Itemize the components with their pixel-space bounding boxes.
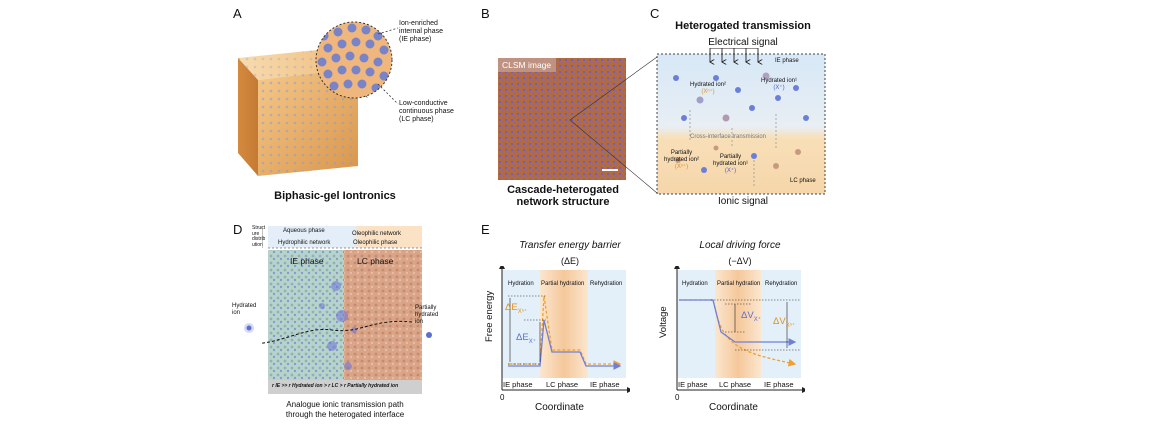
e-dE-n-symbol: ΔE [505,302,518,313]
e-dE-n-sub: Xⁿ⁺ [517,308,528,315]
c-hydrated-ion2: Hydrated ion² (Xⁿ⁺) [690,82,726,96]
c-p-ion2-line1: Partially [670,150,693,156]
c-cross-interface: Cross-interface transmission [690,134,767,140]
e-dV-1-label: ΔVX⁺ [741,310,761,323]
gel-cube-illustration [238,21,399,176]
c-p-ion1-symbol: (X⁺) [724,168,737,174]
e-left-sub: (ΔE) [560,256,579,266]
callout-lc-line3: (LC phase) [399,116,434,123]
d-hydrated-ion-dot [244,323,254,333]
e-left-region-rehydration: Rehydration [590,281,623,287]
callout-ie-line2: internal phase [399,28,443,35]
callout-lc-line1: Low-conductive [399,100,448,107]
panel-b-caption-line2: network structure [516,196,610,208]
d-caption-line1: Analogue ionic transmission path [286,400,404,409]
ionic-signal-label: Ionic signal [717,196,769,207]
e-right-region-hydration: Hydration [682,281,708,287]
panel-a-letter: A [233,6,242,21]
panel-c-title: Heterogated transmission [675,20,811,32]
e-right-sub: (−ΔV) [728,256,752,266]
heterogated-diagram [656,48,826,195]
e-right-phase-ie2: IE phase [764,380,794,389]
e-left-region-partial: Partial hydration [541,281,585,287]
d-partially-line3: ion [415,319,424,325]
c-ion1-symbol: (X⁺) [773,85,785,91]
e-dV-n-label: ΔVXⁿ⁺ [773,316,795,329]
c-partially-ion2: Partially hydrated ion² (Xⁿ⁺) [664,150,699,171]
e-dE-1-label: ΔEX⁺ [516,332,536,345]
panel-b-caption: Cascade-heterogated network structure [490,184,636,208]
panel-b-letter: B [481,6,490,21]
e-dE-n-label: ΔEXⁿ⁺ [505,302,527,315]
panel-b-caption-line1: Cascade-heterogated [507,184,619,196]
zoom-lines [569,56,658,194]
e-dV-1-sub: X⁺ [753,316,761,323]
d-caption: Analogue ionic transmission path through… [270,400,420,420]
callout-lc-line2: continuous phase [399,108,454,115]
e-left-xlabel: Coordinate [535,402,584,413]
free-energy-chart [499,266,630,393]
d-partially-hydrated-label: Partially hydrated ion [415,305,438,326]
d-oleophilic-phase: Oleophilic phase [353,240,398,246]
c-hydrated-ion1: Hydrated ion¹ (X⁺) [761,78,797,92]
md-simulation-image [262,226,422,394]
e-left-title: Transfer energy barrier [519,240,621,251]
c-p-ion1-line2: hydrated ion¹ [713,161,749,167]
e-right-origin: 0 [675,393,680,402]
d-oleophilic-network: Oleophilic network [352,231,402,237]
e-right-phase-ie1: IE phase [678,380,708,389]
electrical-signal-label: Electrical signal [708,37,778,48]
c-ion2-label: Hydrated ion² [690,82,727,88]
d-aqueous-phase: Aqueous phase [283,228,325,234]
d-axis-label: Structure distribution [252,225,266,248]
panel-a-caption: Biphasic-gel Iontronics [274,190,396,202]
e-left-ylabel: Free energy [484,290,495,342]
c-p-ion2-line2: hydrated ion² [664,157,700,163]
d-hydrated-ion-line2: ion [232,310,241,316]
e-dV-1-symbol: ΔV [741,310,754,321]
callout-ie-line3: (IE phase) [399,36,432,43]
panel-e-letter: E [481,222,490,237]
e-left-region-hydration: Hydration [508,281,534,287]
clsm-image-tag: CLSM image [502,60,552,70]
panel-c-letter: C [650,6,660,21]
d-formula: r IE >> r Hydrated ion > r LC > r Partia… [272,383,399,389]
callout-ie-phase: Ion-enriched internal phase (IE phase) [399,20,479,44]
panel-d-letter: D [233,222,243,237]
d-ie-phase: IE phase [290,256,324,266]
callout-lc-phase: Low-conductive continuous phase (LC phas… [399,100,479,124]
d-partially-line2: hydrated [415,312,439,318]
c-ion2-symbol: (Xⁿ⁺) [701,89,715,95]
e-right-region-partial: Partial hydration [717,281,761,287]
d-hydrated-ion-line1: Hydrated [232,303,257,309]
d-partially-line1: Partially [415,305,437,311]
clsm-image [498,58,626,180]
c-p-ion2-symbol: (Xⁿ⁺) [674,164,689,170]
d-lc-phase: LC phase [357,256,394,266]
d-caption-line2: through the heterogated interface [285,410,405,419]
e-dV-n-sub: Xⁿ⁺ [785,322,796,329]
d-hydrophilic-network: Hydrophilic network [278,240,331,246]
e-left-origin: 0 [500,393,505,402]
e-right-ylabel: Voltage [658,306,669,338]
e-right-title: Local driving force [699,240,781,251]
e-dV-n-symbol: ΔV [773,316,786,327]
e-right-region-rehydration: Rehydration [765,281,798,287]
d-partially-ion-dot [426,332,432,338]
c-p-ion1-line1: Partially [719,154,742,160]
e-left-phase-ie1: IE phase [503,380,533,389]
e-dE-1-symbol: ΔE [516,332,529,343]
d-hydrated-ion-label: Hydrated ion [232,303,256,317]
e-left-phase-ie2: IE phase [590,380,620,389]
callout-ie-line1: Ion-enriched [399,20,438,27]
e-dE-1-sub: X⁺ [528,338,536,345]
e-left-phase-lc: LC phase [546,380,579,389]
voltage-chart [674,266,805,393]
c-lc-phase-label: LC phase [790,178,816,184]
c-ion1-label: Hydrated ion¹ [761,78,798,84]
e-right-phase-lc: LC phase [719,380,752,389]
c-ie-phase-label: IE phase [775,58,799,64]
e-right-xlabel: Coordinate [709,402,758,413]
c-partially-ion1: Partially hydrated ion¹ (X⁺) [713,154,748,175]
